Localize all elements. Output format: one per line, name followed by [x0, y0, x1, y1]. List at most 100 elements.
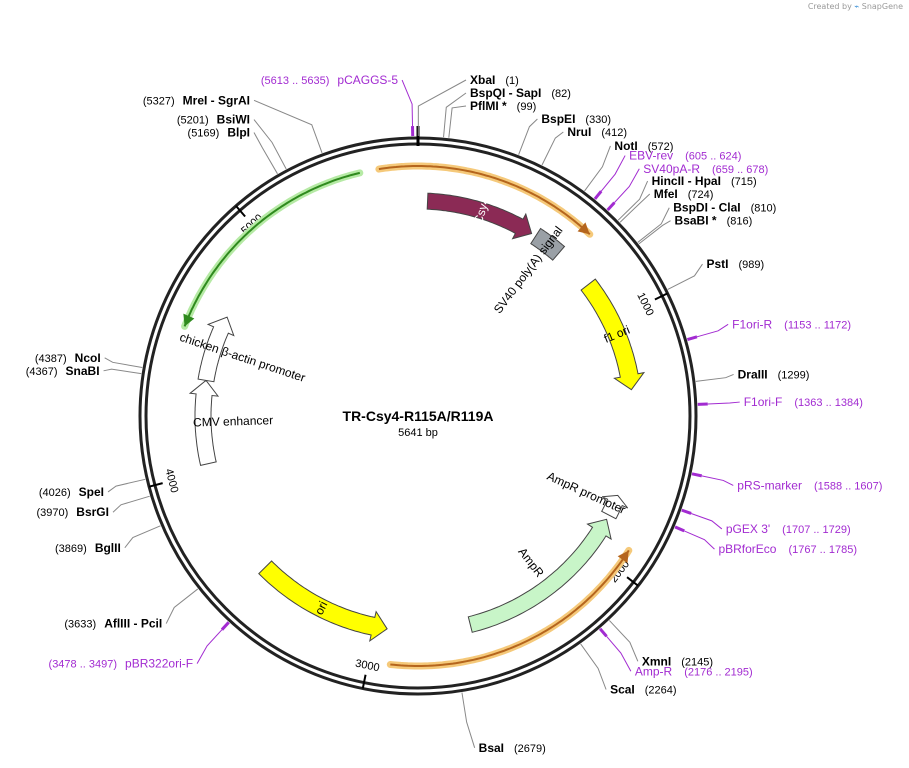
feature-ori[interactable] [258, 560, 388, 643]
site-name: XbaI [470, 73, 495, 87]
site-psti[interactable]: PstI(989) [667, 257, 764, 290]
site-label: ScaI(2264) [610, 682, 676, 696]
tick-1000 [654, 292, 668, 301]
primer-pbr322ori-f[interactable]: (3478 .. 3497)pBR322ori-F [49, 621, 230, 671]
site-afliii-pcii[interactable]: (3633)AflIII - PciI [64, 588, 199, 631]
feature-f1-ori[interactable] [580, 278, 646, 391]
site-label: (5201)BsiWI [177, 113, 250, 127]
primer-leader [707, 401, 740, 405]
primer-range: (605 .. 624) [685, 151, 741, 163]
thin-arcs [181, 162, 633, 670]
primer-name: F1ori-R [732, 317, 772, 331]
primer-label: pRS-marker(1588 .. 1607) [737, 478, 882, 492]
primer-range: (1363 .. 1384) [794, 397, 863, 409]
site-position: (330) [585, 114, 611, 126]
primer-pgex-3[interactable]: pGEX 3' (1707 .. 1729) [681, 508, 851, 536]
feature-ampr[interactable] [467, 518, 612, 633]
site-position: (5201) [177, 115, 209, 127]
site-name: BlpI [227, 126, 250, 140]
site-draiii[interactable]: DraIII (1299) [695, 367, 810, 382]
site-name: XmnI [642, 654, 671, 668]
site-position: (4367) [26, 366, 58, 378]
site-bsrgi[interactable]: (3970)BsrGI [36, 495, 150, 519]
snapgene-text: SnapGene [861, 2, 903, 11]
site-pflmi[interactable]: PflMI *(99) [448, 99, 536, 138]
site-name: BspEI [541, 112, 575, 126]
primer-mark [674, 525, 685, 533]
site-label: (5169)BlpI [188, 126, 250, 140]
primer-pbrforeco[interactable]: pBRforEco(1767 .. 1785) [674, 525, 857, 556]
primer-sv40pa-r[interactable]: SV40pA-R(659 .. 678) [606, 162, 769, 212]
site-leader [584, 145, 611, 192]
site-nrui[interactable]: NruI(412) [541, 125, 627, 166]
primer-pcaggs-5[interactable]: (5613 .. 5635)pCAGGS-5 [261, 73, 415, 137]
site-name: AflIII - PciI [104, 617, 162, 631]
site-label: NruI(412) [567, 125, 627, 139]
site-label: (4367)SnaBI [26, 364, 100, 378]
primer-leader [701, 475, 734, 486]
primer-name: EBV-rev [629, 149, 673, 163]
site-bspdi-clai[interactable]: BspDI - ClaI(810) [637, 201, 777, 243]
site-xmni[interactable]: XmnI (2145) [608, 620, 713, 668]
green-arc-left[interactable] [183, 171, 361, 327]
feature-chicken-beta-actin-promoter[interactable] [197, 316, 235, 383]
site-bspei[interactable]: BspEI (330) [518, 112, 611, 155]
site-bspqi-sapi[interactable]: BspQI - SapI(82) [443, 86, 571, 138]
site-name: BspQI - SapI [470, 86, 541, 100]
primer-name: pRS-marker [737, 478, 802, 492]
site-position: (724) [688, 189, 714, 201]
site-ncoi[interactable]: (4387)NcoI [35, 351, 143, 369]
feature-label-cmv-enhancer: CMV enhancer [193, 413, 273, 429]
site-label: DraIII (1299) [738, 367, 810, 381]
primer-label: SV40pA-R(659 .. 678) [643, 162, 768, 176]
primer-leader [614, 168, 640, 203]
feature-csy4[interactable] [426, 192, 533, 240]
primer-amp-r[interactable]: Amp-R(2176 .. 2195) [598, 627, 753, 679]
site-scai[interactable]: ScaI(2264) [580, 643, 677, 697]
plasmid-name: TR-Csy4-R115A/R119A [343, 408, 494, 424]
site-name: DraIII [738, 367, 768, 381]
feature-sv40-poly-a-signal[interactable] [530, 227, 566, 261]
site-bsai[interactable]: BsaI(2679) [461, 692, 546, 755]
site-hincii-hpai[interactable]: HincII - HpaI(715) [617, 174, 757, 221]
primer-mark [606, 201, 616, 212]
site-blpi[interactable]: (5169)BlpI [188, 126, 278, 175]
site-position: (2145) [681, 656, 713, 668]
primer-range: (3478 .. 3497) [49, 659, 118, 671]
tick-5000 [235, 205, 246, 218]
site-bsiwi[interactable]: (5201)BsiWI [177, 113, 287, 170]
site-leader [638, 220, 671, 245]
primer-name: SV40pA-R [643, 162, 700, 176]
primer-name: pGEX 3' [726, 522, 770, 536]
feature-ampr-promoter[interactable] [600, 494, 629, 520]
primer-leader [684, 530, 715, 550]
primer-range: (1153 .. 1172) [784, 319, 851, 331]
primer-range: (1707 .. 1729) [782, 524, 851, 536]
site-bglii[interactable]: (3869)BglII [55, 525, 161, 555]
primer-f1ori-f[interactable]: F1ori-F(1363 .. 1384) [697, 395, 863, 409]
site-position: (1299) [778, 369, 810, 381]
site-leader [619, 193, 651, 223]
site-spei[interactable]: (4026)SpeI [39, 478, 146, 499]
site-mfei[interactable]: MfeI(724) [619, 187, 714, 223]
tick-4000 [148, 482, 163, 488]
primer-prs-marker[interactable]: pRS-marker(1588 .. 1607) [691, 472, 882, 493]
site-bsabi[interactable]: BsaBI *(816) [638, 214, 752, 245]
site-leader [112, 495, 150, 513]
orange-arc-bottom[interactable] [390, 549, 630, 667]
site-name: ScaI [610, 682, 635, 696]
primer-f1ori-r[interactable]: F1ori-R (1153 .. 1172) [686, 317, 851, 342]
orange-arc-top[interactable] [378, 165, 591, 236]
primer-ebv-rev[interactable]: EBV-rev (605 .. 624) [593, 149, 741, 200]
site-position: (4387) [35, 353, 67, 365]
site-leader [637, 207, 670, 243]
primer-mark [598, 627, 608, 638]
snapgene-logo: ⌁ [854, 2, 860, 11]
site-name: BspDI - ClaI [673, 201, 740, 215]
site-snabi[interactable]: (4367)SnaBI [26, 364, 142, 378]
site-noti[interactable]: NotI(572) [584, 139, 674, 192]
site-mrei-sgrai[interactable]: (5327)MreI - SgrAI [143, 93, 323, 154]
feature-cmv-enhancer[interactable] [188, 379, 220, 466]
site-xbai[interactable]: XbaI(1) [417, 73, 519, 137]
primer-range: (1767 .. 1785) [788, 544, 857, 556]
